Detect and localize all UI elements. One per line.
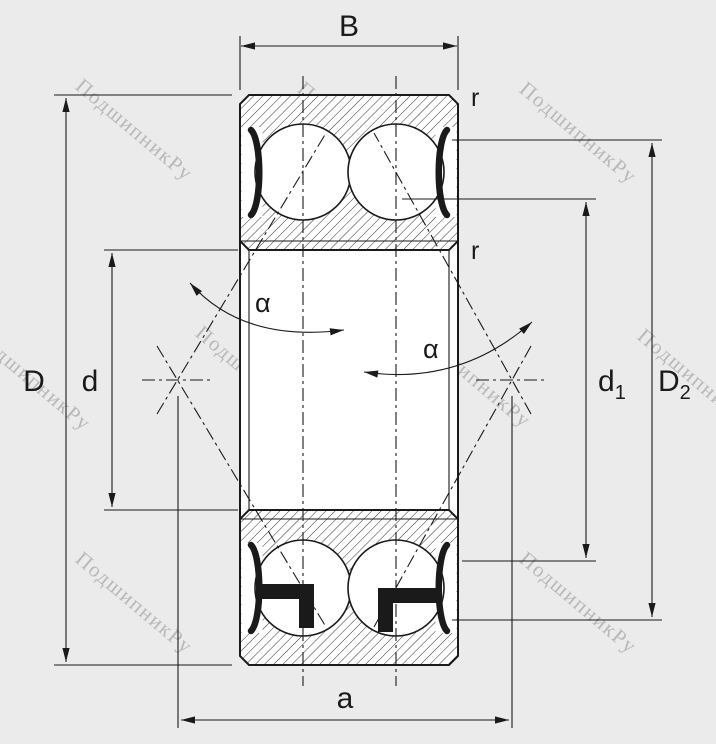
contact-line-left-up	[156, 132, 327, 415]
angle-annotation-right: α	[363, 321, 533, 378]
label-alpha-right: α	[423, 334, 439, 364]
label-r-outer: r	[471, 84, 479, 112]
bore-region	[240, 241, 458, 519]
dimension-D2: D2	[452, 139, 691, 621]
watermark-text: ПодшипникРу	[71, 547, 198, 659]
label-D: D	[23, 365, 45, 398]
angle-arrow	[189, 282, 345, 336]
label-B: B	[339, 10, 359, 43]
contact-line-right-down	[373, 345, 532, 628]
bearing-body	[239, 94, 459, 666]
dimension-D: D	[23, 94, 232, 666]
dimension-B: B	[239, 10, 459, 90]
shield-top-left	[247, 126, 263, 219]
shield-top-right	[435, 126, 451, 219]
watermark-text: ПодшипникРу	[515, 547, 642, 659]
label-D2: D2	[658, 365, 691, 404]
dimension-d1: d1	[402, 198, 626, 562]
dimension-d: d	[82, 249, 238, 511]
dimension-a: a	[177, 396, 513, 728]
angle-annotation-left: α	[189, 282, 345, 336]
label-d: d	[82, 365, 99, 398]
label-a: a	[337, 682, 354, 715]
angle-arrow	[363, 321, 533, 378]
contact-line-left-down	[156, 345, 327, 628]
seal-bottom-left	[258, 584, 314, 628]
label-d1: d1	[598, 365, 626, 404]
label-r-inner: r	[471, 237, 479, 265]
watermark-text: ПодшипникРу	[515, 77, 642, 189]
watermark-text: ПодшипникРу	[71, 74, 198, 186]
seal-bottom-right	[378, 588, 440, 632]
label-alpha-left: α	[255, 288, 271, 318]
